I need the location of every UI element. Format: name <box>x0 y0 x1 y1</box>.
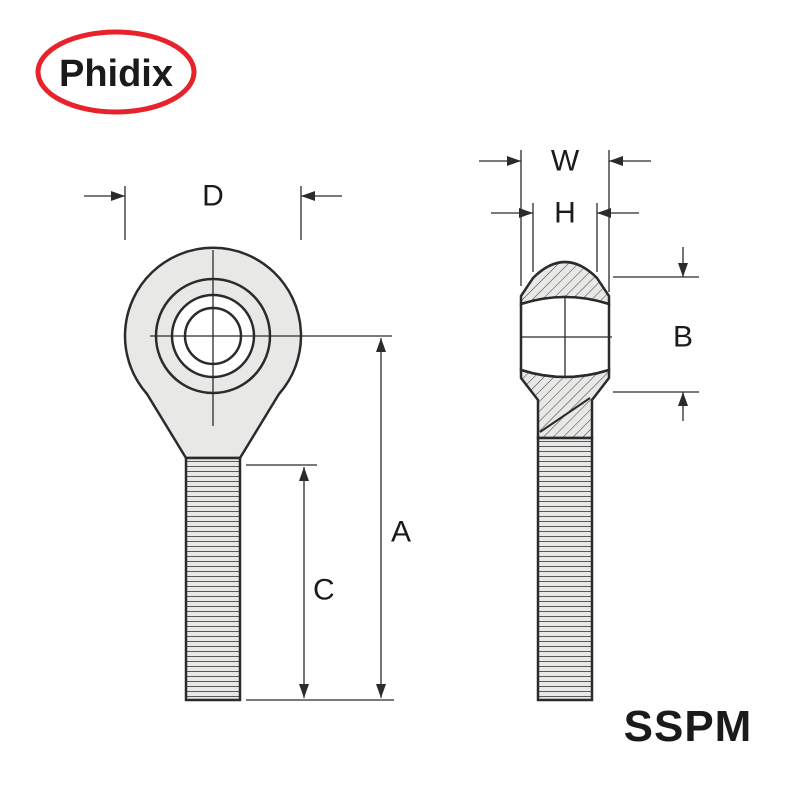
dim-w-label: W <box>551 145 580 178</box>
neck-detail-line <box>539 397 591 433</box>
threaded-shank-side <box>536 436 594 702</box>
dimension-a: A <box>246 338 411 701</box>
series-label: SSPM <box>624 702 753 751</box>
side-view <box>519 260 612 702</box>
dimension-d: D <box>84 180 342 240</box>
threaded-shank-front <box>184 456 242 702</box>
dimension-b: B <box>613 247 699 421</box>
brand-logo: Phidix <box>35 29 197 115</box>
dim-c-label: C <box>313 574 335 607</box>
dim-d-label: D <box>202 180 224 213</box>
dim-b-label: B <box>673 321 693 354</box>
dimension-h: H <box>491 197 639 272</box>
front-view <box>123 246 392 702</box>
brand-logo-ellipse <box>35 29 197 115</box>
dim-h-label: H <box>554 197 576 230</box>
brand-logo-text: Phidix <box>59 53 173 95</box>
dim-a-label: A <box>391 516 411 549</box>
dimension-w: W <box>479 145 651 292</box>
dimension-c: C <box>246 464 335 698</box>
